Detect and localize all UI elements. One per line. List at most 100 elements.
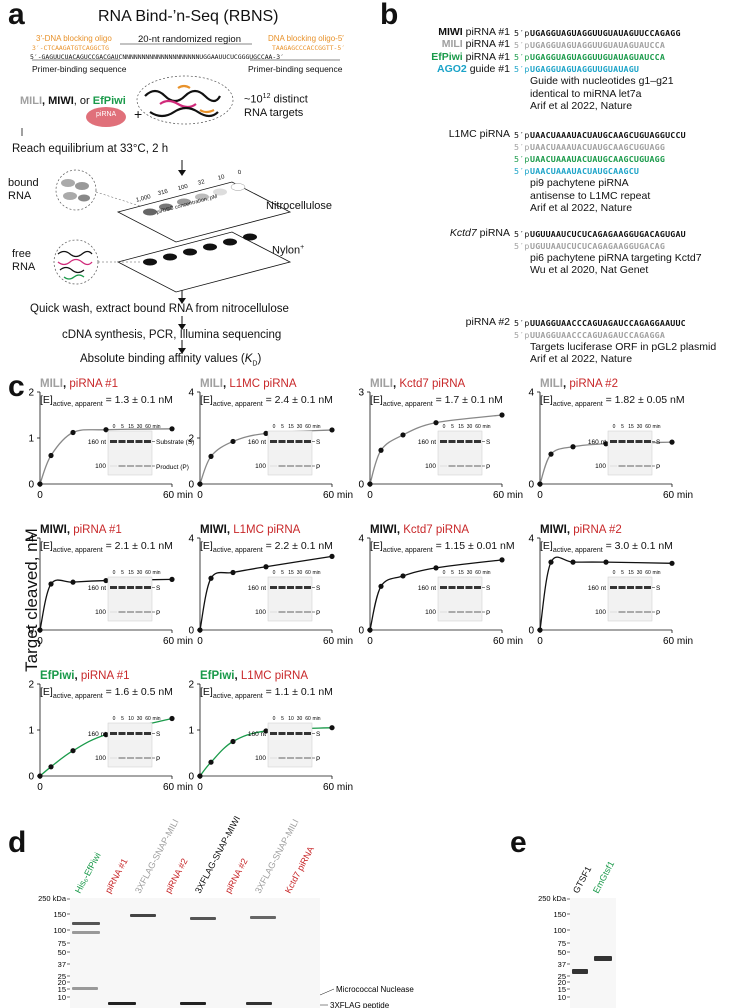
- rna-sequence: UGUUAAUCUCUCAGAGAAGGUGACAG: [530, 240, 666, 251]
- micrococcal-label: Micrococcal Nuclease: [336, 985, 414, 994]
- target-rna-2: [159, 99, 197, 109]
- marker-label: 75: [58, 939, 66, 948]
- gel-band-product: [287, 611, 294, 613]
- e-prefix: [E]: [200, 540, 213, 552]
- gel-band-product: [278, 757, 286, 759]
- seq-note: Targets luciferase ORF in pGL2 plasmid: [530, 340, 717, 353]
- gel-band-product: [448, 465, 456, 467]
- gel-band-substrate: [304, 440, 311, 443]
- gel-160-label: 160 nt: [418, 585, 436, 592]
- chart-protein: MILI: [40, 378, 63, 390]
- e-active-value: [E]active, apparent = 1.1 ± 0.1 nM: [200, 686, 333, 700]
- y-tick-label: 4: [528, 388, 534, 399]
- gel-band-substrate: [295, 440, 303, 443]
- e-active-value: [E]active, apparent = 1.82 ± 0.05 nM: [540, 394, 685, 408]
- gel-p-label: P: [656, 610, 660, 617]
- gel-160-label: 160 nt: [248, 439, 266, 446]
- y-tick-label: 2: [28, 680, 34, 691]
- affinity-end: ): [257, 353, 262, 365]
- gel-band: [72, 987, 98, 990]
- gel-band-product: [465, 465, 473, 467]
- e-active-value: [E]active, apparent = 2.4 ± 0.1 nM: [200, 394, 333, 408]
- gel-band-product: [644, 465, 651, 467]
- gel-band-product: [457, 611, 464, 613]
- marker-label: 10: [558, 993, 566, 1002]
- affinity-step: Absolute binding affinity values (KD): [80, 353, 261, 367]
- gel-band-product: [127, 611, 134, 613]
- marker-label: 20: [58, 978, 66, 987]
- gel-lane-label: 5: [121, 570, 124, 576]
- seq-note: pi6 pachytene piRNA targeting Kctd7: [530, 251, 702, 264]
- gel-band-substrate: [644, 586, 651, 589]
- gel-band-substrate: [278, 586, 286, 589]
- data-point: [378, 447, 384, 453]
- seq-note: pi9 pachytene piRNA: [530, 177, 629, 190]
- gel-band-product: [627, 465, 634, 467]
- x-tick-label: 0: [37, 782, 43, 793]
- e-sub: active, apparent: [552, 547, 603, 555]
- gel-background: [107, 576, 153, 622]
- gel-lane-label: min: [312, 424, 320, 430]
- bound-rna-circle: [55, 169, 97, 211]
- nylon-label: Nylon+: [272, 244, 304, 257]
- gel-band-substrate: [627, 586, 634, 589]
- y-tick-label: 0: [28, 772, 34, 783]
- e-prefix: [E]: [40, 540, 53, 552]
- panel-c-letter: c: [8, 370, 25, 403]
- gel-band-substrate: [278, 440, 286, 443]
- gel-lane-label: 5: [281, 716, 284, 722]
- seq-prime: 5′p: [514, 329, 530, 340]
- gel-100-label: 100: [595, 463, 606, 470]
- gel-lane-label: 60: [145, 424, 151, 430]
- chart-title: MIWI, piRNA #2: [540, 524, 622, 536]
- rna-sequence: UGAGGUAGUAGGUUGUAUAGUAUCCA: [530, 52, 666, 63]
- gel-band-product: [110, 611, 117, 613]
- target-rna-1: [144, 89, 221, 103]
- rna-sequence: UAACUAAAUACUAUGCAAGCUGUAGGUCCU: [530, 129, 686, 140]
- data-point: [230, 569, 236, 576]
- gel-band-substrate: [618, 440, 626, 443]
- e-prefix: [E]: [40, 394, 53, 406]
- x-tick-label: 0: [537, 636, 543, 647]
- gel-lane-label: 30: [297, 716, 303, 722]
- gel-lane-label: piRNA #2: [163, 857, 190, 895]
- gel-band-product: [295, 757, 303, 759]
- data-point: [48, 764, 54, 770]
- chart-guide: L1MC piRNA: [229, 378, 297, 390]
- library-seq: 5′-GAGUUCUACAGUCCGACGAUCNNNNNNNNNNNNNNNN…: [30, 53, 284, 61]
- gel-band-substrate: [474, 586, 481, 589]
- gel-lane-label: min: [652, 570, 660, 576]
- gel-lane-label: min: [152, 716, 160, 722]
- chart-protein: MILI: [370, 378, 393, 390]
- gel-band-product: [295, 465, 303, 467]
- targets-distinct: distinct: [270, 93, 308, 106]
- gel-band-product: [135, 757, 143, 759]
- e-active-value: [E]active, apparent = 1.7 ± 0.1 nM: [370, 394, 503, 408]
- e-sub: active, apparent: [552, 401, 603, 409]
- seq-label-suffix: guide #1: [466, 62, 510, 75]
- data-point: [548, 559, 554, 565]
- gel-100-label: 100: [255, 609, 266, 616]
- data-point: [48, 581, 54, 587]
- gel-lane-label: 60: [145, 716, 151, 722]
- primer-left: Primer-binding sequence: [32, 64, 127, 74]
- gel-lane-label: 5: [451, 424, 454, 430]
- y-tick-label: 0: [358, 626, 364, 637]
- y-tick-label: 1: [28, 434, 34, 445]
- data-point: [499, 412, 505, 418]
- rbns-title: RNA Bind-’n-Seq (RBNS): [98, 8, 279, 25]
- seq-note: Guide with nucleotides g1–g21: [530, 75, 674, 88]
- seq-row-label: AGO2 guide #1: [378, 63, 510, 75]
- e-sub: active, apparent: [52, 401, 103, 409]
- blocking-3-label: 3′-DNA blocking oligo: [36, 34, 112, 43]
- data-point: [548, 451, 554, 457]
- targets-exponent: 12: [262, 93, 271, 100]
- gel-lane-label: 60: [305, 570, 311, 576]
- e-prefix: [E]: [200, 686, 213, 698]
- rna-sequence: UAACUAAAUACUAUGCAAGCUGUAGG: [530, 141, 666, 152]
- gel-band-substrate: [644, 440, 651, 443]
